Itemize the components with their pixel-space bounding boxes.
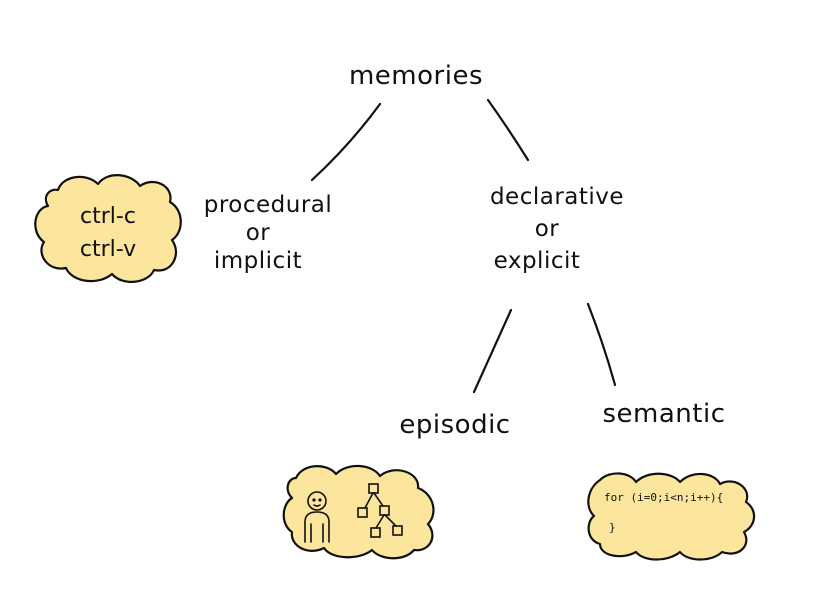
edge-memories-declarative (486, 98, 530, 162)
node-procedural-line2: or (246, 220, 271, 246)
cloud-semantic-example: for (i=0;i<n;i++){ } (587, 472, 756, 561)
edge-memories-procedural (310, 102, 382, 182)
node-episodic: episodic (399, 410, 510, 440)
node-declarative-line1: declarative (490, 184, 624, 210)
node-semantic: semantic (603, 399, 726, 429)
edge-declarative-episodic (472, 308, 513, 394)
node-procedural-line3: implicit (214, 248, 302, 274)
cloud-shape (587, 472, 756, 561)
cloud-episodic-example (282, 464, 435, 560)
flowchart-icon (357, 483, 403, 538)
node-declarative-line2: or (535, 216, 560, 242)
cloud-procedural-line1: ctrl-c (80, 204, 136, 229)
edge-declarative-semantic (586, 302, 617, 387)
node-declarative-line3: explicit (494, 248, 581, 274)
node-procedural-line1: procedural (204, 192, 333, 218)
cloud-procedural-line2: ctrl-v (80, 237, 136, 262)
connectors (310, 98, 617, 394)
cloud-semantic-line1: for (i=0;i<n;i++){ (604, 491, 723, 504)
cloud-shape (34, 174, 182, 283)
person-icon (304, 491, 330, 543)
node-memories: memories (349, 61, 483, 91)
cloud-semantic-line2: } (609, 521, 616, 534)
cloud-procedural-example: ctrl-c ctrl-v (34, 174, 182, 283)
